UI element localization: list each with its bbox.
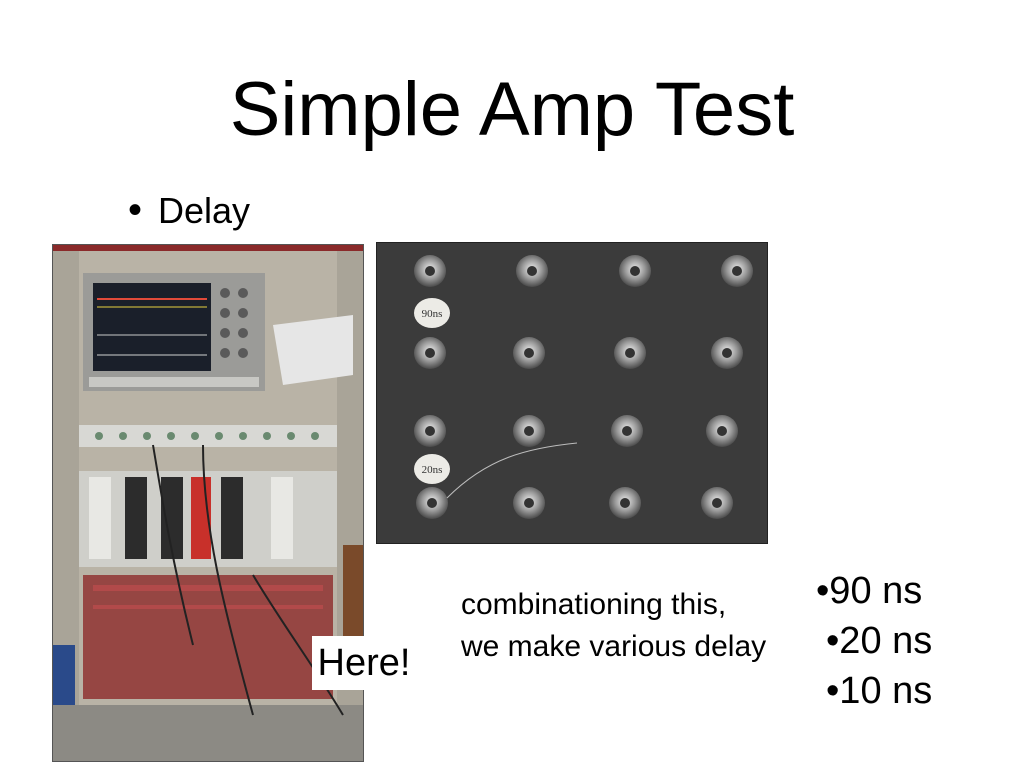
bullet-delay: • Delay <box>128 188 250 233</box>
tag-90ns-text: 90ns <box>422 308 443 320</box>
delay-item-90ns: •90 ns <box>816 570 923 612</box>
slide-title: Simple Amp Test <box>229 67 795 152</box>
here-label: Here! <box>312 636 416 690</box>
combination-note: combinationing this, we make various del… <box>461 584 766 668</box>
tag-90ns: 90ns <box>414 298 450 328</box>
bullet-dot: • <box>128 188 143 232</box>
combination-note-line2: we make various delay <box>461 630 767 663</box>
bullet-delay-label: Delay <box>158 190 251 231</box>
delay-item-20ns: •20 ns <box>826 620 933 662</box>
connector-panel-image: 90ns 20ns <box>377 243 767 543</box>
connector-panel-photo: 90ns 20ns <box>376 242 768 544</box>
delay-item-10ns: •10 ns <box>826 670 933 712</box>
tag-20ns: 20ns <box>414 454 450 484</box>
bnc-connectors <box>414 255 753 519</box>
combination-note-line1: combinationing this, <box>461 588 727 621</box>
delay-list: •90 ns •20 ns •10 ns <box>816 566 932 716</box>
tag-20ns-text: 20ns <box>422 464 443 476</box>
